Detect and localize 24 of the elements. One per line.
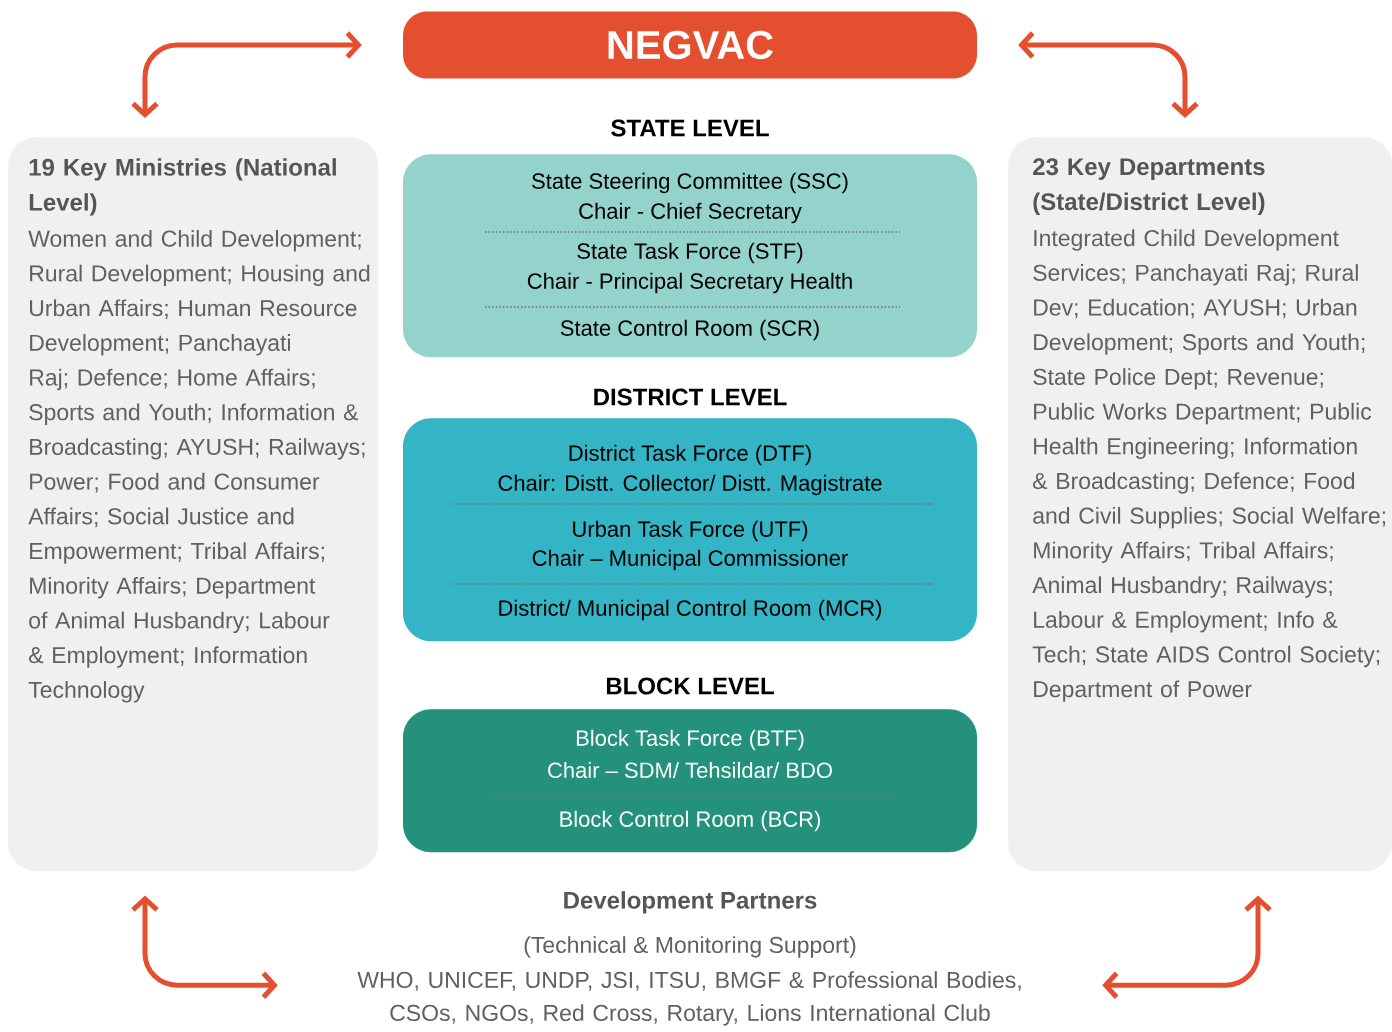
level-box: Block Task Force (BTF) Chair – SDM/ Tehsildar/ BDO Block Control Room (BCR) [403,709,977,853]
double-arrow [1102,895,1272,999]
level-heading: STATE LEVEL [611,119,769,137]
node-label: Chair - Chief Secretary [579,202,802,224]
level-heading: BLOCK LEVEL [606,677,774,695]
node-label: Chair: Distt. Collector/ Distt. Magistrate [498,474,882,496]
side-panel: 23 Key Departments (State/District Level) Integrated Child Development Services; Panchayati Raj; Rural Dev; Education; AYUSH; Urban Development; Sports and Youth; State Police Dept; Revenue; Public Works Department; Public Health Engineering; Information & Broadcasting; Defence; Food and Civil Supplies; Social Welfare; Minority Affairs; Tribal Affairs; Animal Husbandry; Railways; Labour & Employment; Info & Tech; State AIDS Control Society; Department of Power [1008,137,1392,872]
partners-text: Development Partners (Technical & Monitoring Support) WHO, UNICEF, UNDP, JSI, ITSU, BMGF & Professional Bodies, CSOs, NGOs, Red Cross, Rotary, Lions International Club [357,891,1021,1026]
node-label: Urban Task Force (UTF) [573,520,808,542]
level-box: District Task Force (DTF) Chair: Distt. Collector/ Distt. Magistrate Urban Task Force (UTF) Chair – Municipal Commissioner District/ Municipal Control Room (MCR) [403,418,977,642]
node-label: Chair - Principal Secretary Health [527,272,852,294]
title-bar: NEGVAC [403,11,977,79]
node-label: District Task Force (DTF) [569,444,811,466]
node-label: District/ Municipal Control Room (MCR) [499,599,882,621]
node-label: State Task Force (STF) [577,242,803,264]
double-arrow [131,31,362,118]
node-label: State Steering Committee (SSC) [532,172,848,194]
side-panel: 19 Key Ministries (National Level) Women and Child Development; Rural Development; Housing and Urban Affairs; Human Resource Development; Panchayati Raj; Defence; Home Affairs; Sports and Youth; Information & Broadcasting; AYUSH; Railways; Power; Food and Consumer Affairs; Social Justice and Empowerment; Tribal Affairs; Minority Affairs; Department of Animal Husbandry; Labour & Employment; Information Technology [8,137,379,872]
level-box: State Steering Committee (SSC) Chair - Chief Secretary State Task Force (STF) Chair - Principal Secretary Health State Control Room (SCR) [403,154,977,358]
level-heading: DISTRICT LEVEL [594,388,787,406]
node-label: State Control Room (SCR) [560,319,819,341]
node-label: Chair – Municipal Commissioner [532,549,848,571]
double-arrow [131,895,278,999]
double-arrow [1018,31,1199,118]
